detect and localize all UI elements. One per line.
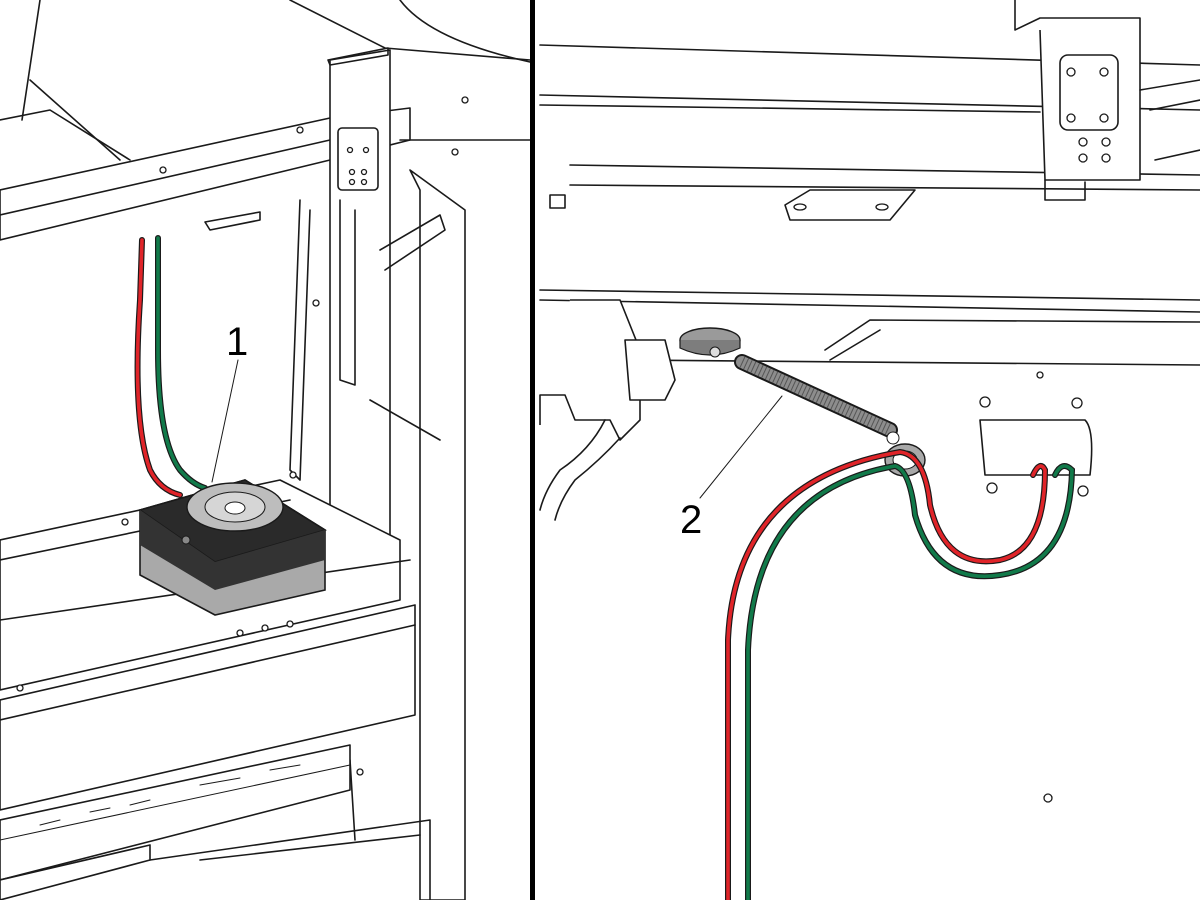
panel-divider (530, 0, 535, 900)
front-beam (0, 604, 416, 811)
red-wire-right (726, 450, 1047, 900)
green-wire-right (746, 464, 1074, 900)
wire-cutout (979, 419, 1093, 476)
vertical-post (329, 49, 391, 561)
left-panel (0, 0, 531, 900)
callout-1-label: 1 (226, 320, 248, 364)
spring-conduit (734, 354, 898, 438)
callout-2-leader (699, 395, 783, 499)
callout-2-label: 2 (680, 498, 702, 542)
right-panel (539, 0, 1200, 900)
callout-1-leader (211, 359, 239, 483)
green-wire-left (155, 235, 208, 491)
block-component (138, 479, 327, 616)
